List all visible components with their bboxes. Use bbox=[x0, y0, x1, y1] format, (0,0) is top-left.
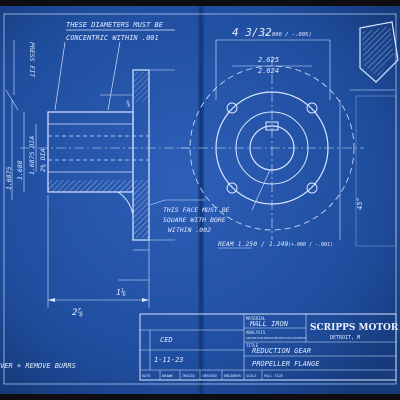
company-city: DETROIT, M bbox=[330, 335, 360, 341]
title-block-row-label: DATE bbox=[142, 374, 150, 378]
analysis-label: ANALYSIS bbox=[246, 330, 266, 335]
dim-ream-tolerance: (+.000 / -.001) bbox=[288, 242, 333, 248]
dim-hub: 1⅛ bbox=[116, 288, 126, 297]
title-label: TITLE bbox=[246, 343, 259, 348]
note-press-fit: PRESS FIT bbox=[28, 42, 36, 78]
material-label: MATERIAL bbox=[246, 316, 266, 321]
part-title-line1: REDUCTION GEAR bbox=[252, 347, 311, 355]
dim-center-2: 2.624 bbox=[258, 67, 279, 75]
dim-width: 2⅞ bbox=[72, 308, 83, 318]
note-square-line2: SQUARE WITH BORE bbox=[163, 216, 226, 224]
dim-outer-diameter: 4 3/32 bbox=[232, 26, 272, 39]
title-block bbox=[139, 313, 397, 381]
detail-section-view bbox=[350, 21, 399, 247]
dim-angle: 45° bbox=[356, 197, 364, 210]
title-block-row-label: TRACED bbox=[182, 374, 195, 378]
note-concentric-line1: THESE DIAMETERS MUST BE bbox=[66, 21, 164, 29]
title-block-row-label: SCALE bbox=[246, 374, 257, 378]
dim-bore-2: 1.688 bbox=[16, 160, 24, 180]
company-name: SCRIPPS MOTOR bbox=[310, 323, 399, 333]
dim-step: ⅝ bbox=[126, 100, 131, 108]
title-block-row-label: CHECKED bbox=[202, 374, 217, 378]
tolerance-note: ALLOWABLE VARIATION ON FRACTIONAL DIMENS… bbox=[246, 336, 306, 340]
note-remove-burrs: VER + REMOVE BURRS bbox=[0, 362, 76, 370]
dim-center-1: 2.625 bbox=[258, 56, 279, 64]
note-concentric-line2: CONCENTRIC WITHIN .001 bbox=[66, 34, 159, 42]
front-view bbox=[180, 39, 364, 249]
note-square-line3: WITHIN .002 bbox=[168, 226, 211, 234]
title-block-row-label: DRAWN bbox=[162, 374, 173, 378]
dim-diameter-small: 2⅜ DIA bbox=[38, 148, 47, 172]
title-block-row-label: ENGINEER bbox=[224, 374, 242, 378]
dim-bore-1: 1.6875 bbox=[5, 166, 13, 190]
title-block-row-labels: DATE DRAWN TRACED CHECKED ENGINEER SCALE FULL … bbox=[142, 374, 283, 378]
title-block-row-label: FULL SIZE bbox=[264, 374, 283, 378]
side-section-view bbox=[5, 29, 205, 308]
dim-bore-3: 1.6875 DIA bbox=[28, 136, 36, 175]
dim-outer-tolerance: (+.000 / -.005) bbox=[262, 32, 312, 38]
dim-ream: REAM 1.250 / 1.249 bbox=[218, 240, 289, 248]
drawn-initials: CED bbox=[160, 336, 173, 344]
part-title-line2: PROPELLER FLANGE bbox=[252, 360, 320, 368]
drawing-date: 1-11-23 bbox=[154, 356, 184, 364]
material-value: MALL IRON bbox=[249, 320, 289, 328]
note-square-line1: THIS FACE MUST BE bbox=[163, 206, 230, 214]
